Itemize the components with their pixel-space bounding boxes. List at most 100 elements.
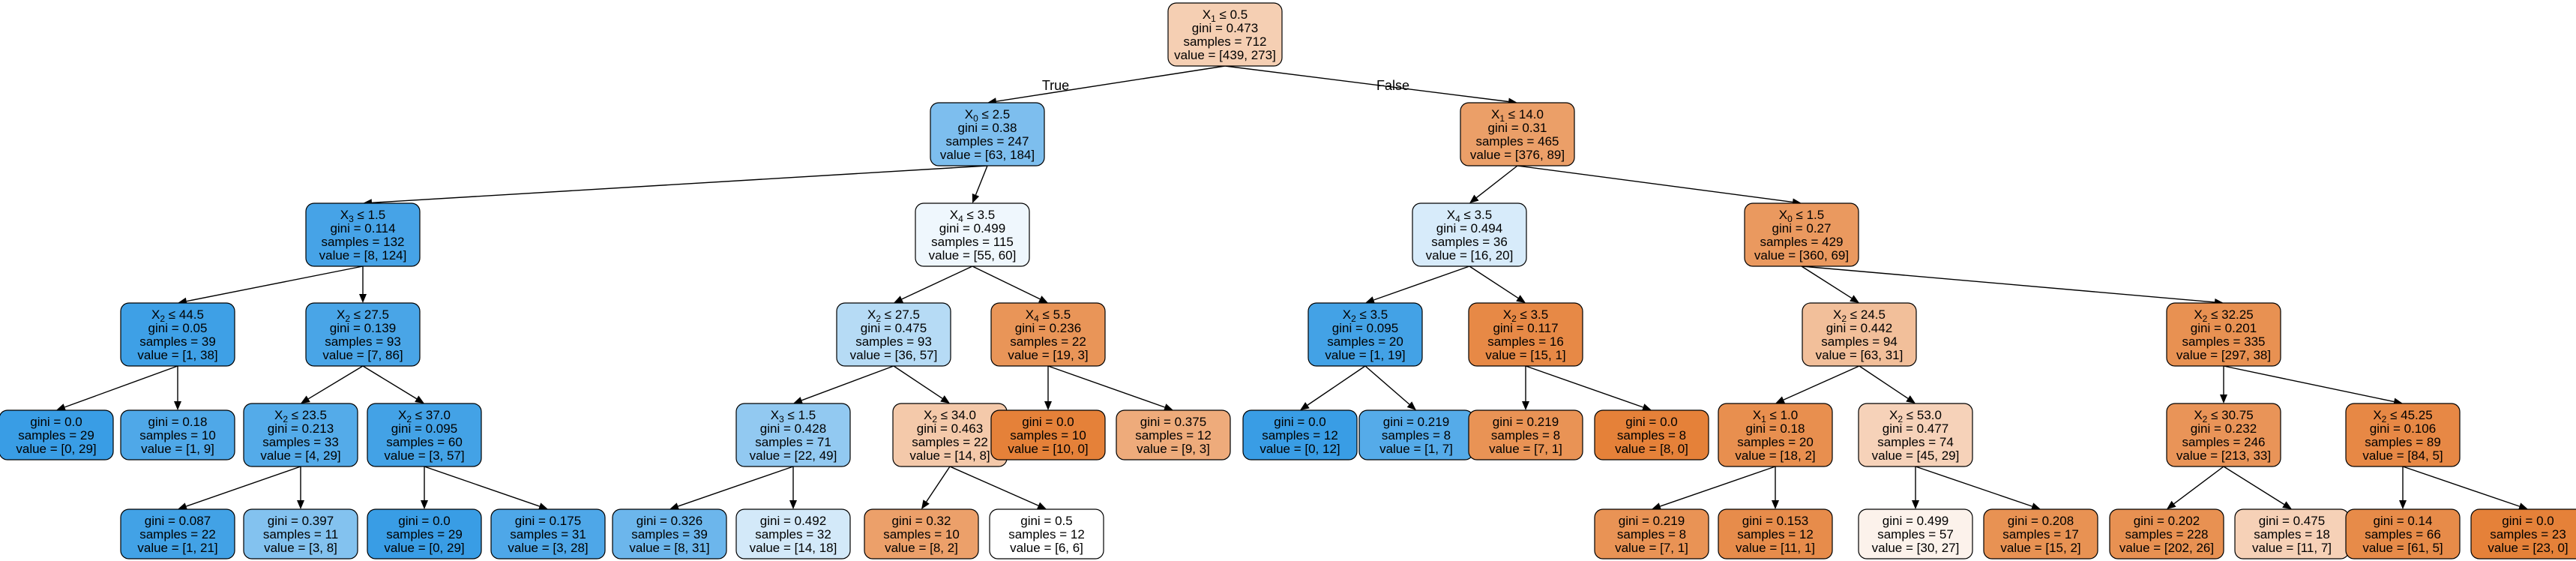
value-text: value = [1, 38] — [137, 348, 217, 362]
value-text: value = [14, 18] — [750, 541, 837, 555]
edge-n41-n43 — [2223, 466, 2285, 506]
split-condition: X2 ≤ 44.5 — [151, 308, 204, 324]
arrowhead-n41-n43 — [2282, 501, 2292, 509]
split-operator: ≤ — [1505, 107, 1519, 122]
split-condition: X0 ≤ 2.5 — [965, 107, 1010, 124]
split-feature: X — [151, 308, 160, 322]
split-feature: X — [1833, 308, 1841, 322]
node-box — [1718, 403, 1833, 467]
edge-n33-n34 — [1783, 365, 1860, 400]
value-text: value = [1, 21] — [137, 541, 217, 555]
split-condition: X2 ≤ 53.0 — [1889, 408, 1942, 424]
arrowhead-n15-n17 — [789, 500, 797, 509]
node-box — [243, 403, 358, 467]
value-text: value = [360, 69] — [1754, 248, 1849, 262]
node-box — [305, 302, 421, 367]
value-text: value = [22, 49] — [750, 448, 837, 463]
split-feature: X — [2194, 408, 2202, 422]
arrowhead-n29-n31 — [1642, 404, 1652, 411]
edge-n0-n24 — [1224, 65, 1509, 103]
split-feature-index: 2 — [2203, 314, 2208, 324]
gini-text: gini = 0.236 — [1015, 321, 1081, 335]
gini-text: gini = 0.213 — [268, 422, 334, 436]
value-text: value = [0, 29] — [16, 442, 96, 456]
node-box — [735, 403, 851, 467]
node-box — [1116, 410, 1231, 460]
split-feature: X — [965, 107, 973, 122]
samples-text: samples = 8 — [1382, 428, 1451, 442]
edge-n1-n2 — [371, 165, 988, 203]
samples-text: samples = 94 — [1821, 334, 1898, 349]
gini-text: gini = 0.0 — [2502, 514, 2554, 528]
samples-text: samples = 12 — [1737, 527, 1814, 542]
split-feature-index: 2 — [2203, 414, 2208, 424]
split-feature-index: 2 — [932, 414, 937, 424]
arrowhead-n32-n33 — [1850, 295, 1859, 303]
gini-text: gini = 0.326 — [637, 514, 702, 528]
arrowhead-n7-n8 — [178, 502, 187, 510]
split-feature-index: 2 — [160, 314, 165, 324]
samples-text: samples = 20 — [1737, 435, 1814, 449]
split-feature-index: 0 — [973, 113, 978, 124]
gini-text: gini = 0.219 — [1619, 514, 1685, 528]
value-text: value = [8, 31] — [629, 541, 709, 555]
gini-text: gini = 0.18 — [1746, 422, 1805, 436]
value-text: value = [9, 3] — [1137, 442, 1210, 456]
split-operator: ≤ — [1039, 308, 1053, 322]
gini-text: gini = 0.31 — [1488, 121, 1547, 135]
edge-n6-n7 — [307, 365, 364, 400]
gini-text: gini = 0.38 — [958, 121, 1017, 135]
split-feature: X — [1447, 208, 1455, 222]
split-feature: X — [340, 208, 349, 222]
gini-text: gini = 0.232 — [2191, 422, 2257, 436]
split-feature: X — [1779, 208, 1787, 222]
arrowhead-n24-n25 — [1469, 194, 1479, 203]
split-threshold: 1.5 — [368, 208, 386, 222]
samples-text: samples = 89 — [2365, 435, 2441, 449]
split-threshold: 5.5 — [1053, 308, 1071, 322]
node-box — [1412, 202, 1527, 267]
arrowhead-n40-n41 — [2220, 394, 2227, 404]
arrowhead-n13-n14 — [894, 296, 903, 303]
node-box — [2345, 403, 2461, 467]
split-feature-index: 2 — [283, 414, 288, 424]
edge-n29-n31 — [1525, 365, 1643, 408]
value-text: value = [45, 29] — [1872, 448, 1960, 463]
split-threshold: 14.0 — [1519, 107, 1544, 122]
split-condition: X1 ≤ 14.0 — [1491, 107, 1544, 124]
node-box — [1858, 403, 1973, 467]
edge-n10-n12 — [424, 466, 540, 507]
node-box — [243, 508, 358, 560]
value-text: value = [19, 3] — [1008, 348, 1088, 362]
value-text: value = [55, 60] — [929, 248, 1017, 262]
samples-text: samples = 22 — [912, 435, 988, 449]
split-feature-index: 1 — [1761, 414, 1766, 424]
samples-text: samples = 74 — [1877, 435, 1954, 449]
node-box — [120, 410, 235, 460]
split-threshold: 27.5 — [364, 308, 389, 322]
split-condition: X3 ≤ 1.5 — [771, 408, 816, 424]
value-text: value = [4, 29] — [260, 448, 340, 463]
gini-text: gini = 0.477 — [1883, 422, 1948, 436]
split-feature-index: 2 — [345, 314, 350, 324]
edge-n33-n37 — [1859, 365, 1909, 399]
edge-n34-n35 — [1660, 466, 1776, 507]
samples-text: samples = 60 — [386, 435, 463, 449]
gini-text: gini = 0.087 — [145, 514, 211, 528]
node-box — [1594, 508, 1709, 560]
samples-text: samples = 335 — [2182, 334, 2265, 349]
samples-text: samples = 36 — [1431, 235, 1508, 249]
split-feature: X — [1203, 8, 1211, 22]
node-box — [990, 410, 1106, 460]
split-operator: ≤ — [2207, 408, 2221, 422]
split-operator: ≤ — [937, 408, 951, 422]
split-feature-index: 2 — [876, 314, 881, 324]
arrowhead-n10-n11 — [421, 500, 428, 509]
